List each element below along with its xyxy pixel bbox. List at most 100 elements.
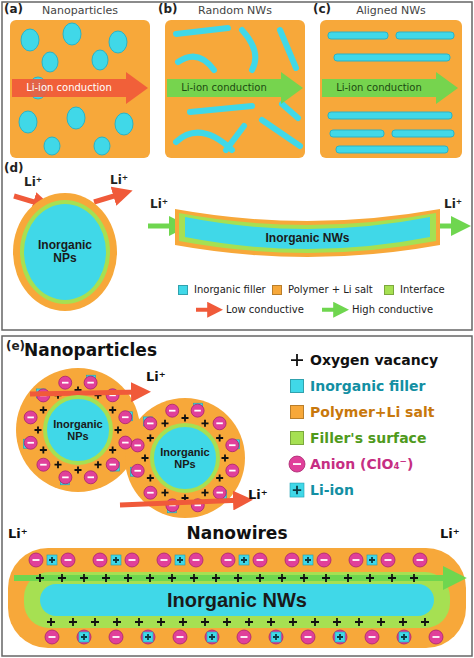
anion-symbol — [191, 404, 204, 417]
legend-swatch — [384, 285, 394, 295]
filler-label: Inorganic NPs — [51, 418, 105, 442]
anion-symbol — [106, 458, 119, 471]
anion-sign — [257, 559, 264, 561]
anion-symbol — [237, 630, 251, 644]
low-conductive-arrow — [14, 196, 44, 205]
anion-symbol — [213, 417, 226, 430]
oxygen-vacancy-symbol — [182, 415, 189, 422]
anion-sign — [229, 470, 236, 472]
anion-symbol — [119, 436, 132, 449]
annotation-label: Li⁺ — [8, 527, 28, 542]
anion-sign — [194, 410, 201, 412]
li-ion-symbol — [303, 555, 313, 565]
anion-sign — [216, 422, 223, 424]
legend-text: Inorganic filler — [194, 284, 266, 296]
anion-sign — [113, 636, 120, 638]
anion-symbol — [253, 553, 267, 567]
low-conductive-arrow — [120, 500, 244, 505]
oxygen-vacancy-symbol — [278, 574, 286, 582]
filler-label: Inorganic NPs — [158, 446, 212, 470]
oxygen-vacancy-symbol — [40, 447, 47, 454]
legend-text: Li-ion — [310, 482, 354, 498]
nanowire: Inorganic NWs — [40, 584, 434, 616]
oxygen-vacancy-symbol — [216, 475, 223, 482]
oxygen-vacancy-symbol — [162, 420, 169, 427]
oxygen-vacancy-symbol — [147, 435, 154, 442]
oxygen-vacancy-symbol — [113, 557, 119, 563]
anion-symbol — [289, 456, 305, 472]
oxygen-vacancy-symbol — [40, 407, 47, 414]
anion-sign — [433, 636, 440, 638]
anion-symbol — [285, 553, 299, 567]
anion-symbol — [84, 471, 97, 484]
anion-sign — [134, 445, 141, 447]
composite-nanoparticles — [10, 20, 150, 158]
oxygen-vacancy-symbol — [234, 574, 242, 582]
anion-sign — [62, 382, 68, 384]
composite-random-nanowires — [165, 20, 305, 158]
anion-symbol — [144, 486, 157, 499]
anion-symbol — [93, 553, 107, 567]
low-conductive-arrow — [30, 392, 142, 394]
anion-symbol — [301, 630, 315, 644]
oxygen-vacancy-symbol — [115, 427, 122, 434]
anion-sign — [97, 559, 104, 561]
anion-symbol — [119, 411, 132, 424]
oxygen-vacancy-symbol — [300, 574, 308, 582]
anion-symbol — [144, 417, 157, 430]
legend-text: Oxygen vacancy — [310, 352, 438, 368]
filler-label: Inorganic NWs — [167, 589, 307, 611]
anion-sign — [369, 636, 376, 638]
oxygen-vacancy-symbol — [322, 574, 330, 582]
oxygen-vacancy-symbol — [267, 618, 275, 626]
oxygen-vacancy-symbol — [47, 618, 55, 626]
anion-symbol — [24, 411, 37, 424]
oxygen-vacancy-symbol — [256, 574, 264, 582]
panel-letter: (d) — [4, 162, 24, 176]
legend-swatch — [272, 285, 282, 295]
oxygen-vacancy-symbol — [202, 420, 209, 427]
anion-sign — [289, 559, 296, 561]
oxygen-vacancy-symbol — [366, 574, 374, 582]
oxygen-vacancy-symbol — [109, 407, 116, 414]
oxygen-vacancy-symbol — [401, 634, 407, 640]
anion-symbol — [317, 553, 331, 567]
annotation-label: Nanoparticles — [42, 5, 118, 18]
anion-symbol — [226, 439, 239, 452]
anion-sign — [88, 476, 95, 478]
oxygen-vacancy-symbol — [142, 455, 149, 462]
oxygen-vacancy-symbol — [81, 634, 87, 640]
oxygen-vacancy-symbol — [212, 574, 220, 582]
legend-swatch — [290, 431, 304, 445]
oxygen-vacancy-symbol — [179, 618, 187, 626]
legend-swatch — [178, 285, 188, 295]
anion-sign — [177, 636, 184, 638]
oxygen-vacancy-symbol — [168, 574, 176, 582]
anion-symbol — [84, 376, 97, 389]
legend-arrow — [322, 308, 342, 312]
legend-text: Anion (ClO₄⁻) — [310, 456, 413, 472]
li-ion-symbol — [367, 555, 377, 565]
anion-symbol — [29, 553, 43, 567]
oxygen-vacancy-symbol — [421, 618, 429, 626]
oxygen-vacancy-symbol — [289, 618, 297, 626]
li-ion-symbol — [290, 483, 304, 497]
annotation-label: Li⁺ — [110, 174, 128, 188]
low-conductive-arrow — [94, 193, 124, 202]
anion-symbol — [59, 471, 72, 484]
annotation-label: Li⁺ — [24, 176, 42, 190]
anion-symbol — [413, 553, 427, 567]
anion-symbol — [205, 630, 219, 644]
anion-symbol — [221, 553, 235, 567]
anion-symbol — [61, 553, 75, 567]
panel-letter: (e) — [6, 340, 25, 354]
li-ion-symbol — [79, 632, 89, 642]
anion-sign — [225, 559, 232, 561]
anion-symbol — [77, 630, 91, 644]
oxygen-vacancy-symbol — [177, 557, 183, 563]
li-ion-symbol — [47, 555, 57, 565]
oxygen-vacancy-symbol — [344, 574, 352, 582]
section-heading: Nanowires — [186, 524, 287, 544]
oxygen-vacancy-symbol — [102, 574, 110, 582]
